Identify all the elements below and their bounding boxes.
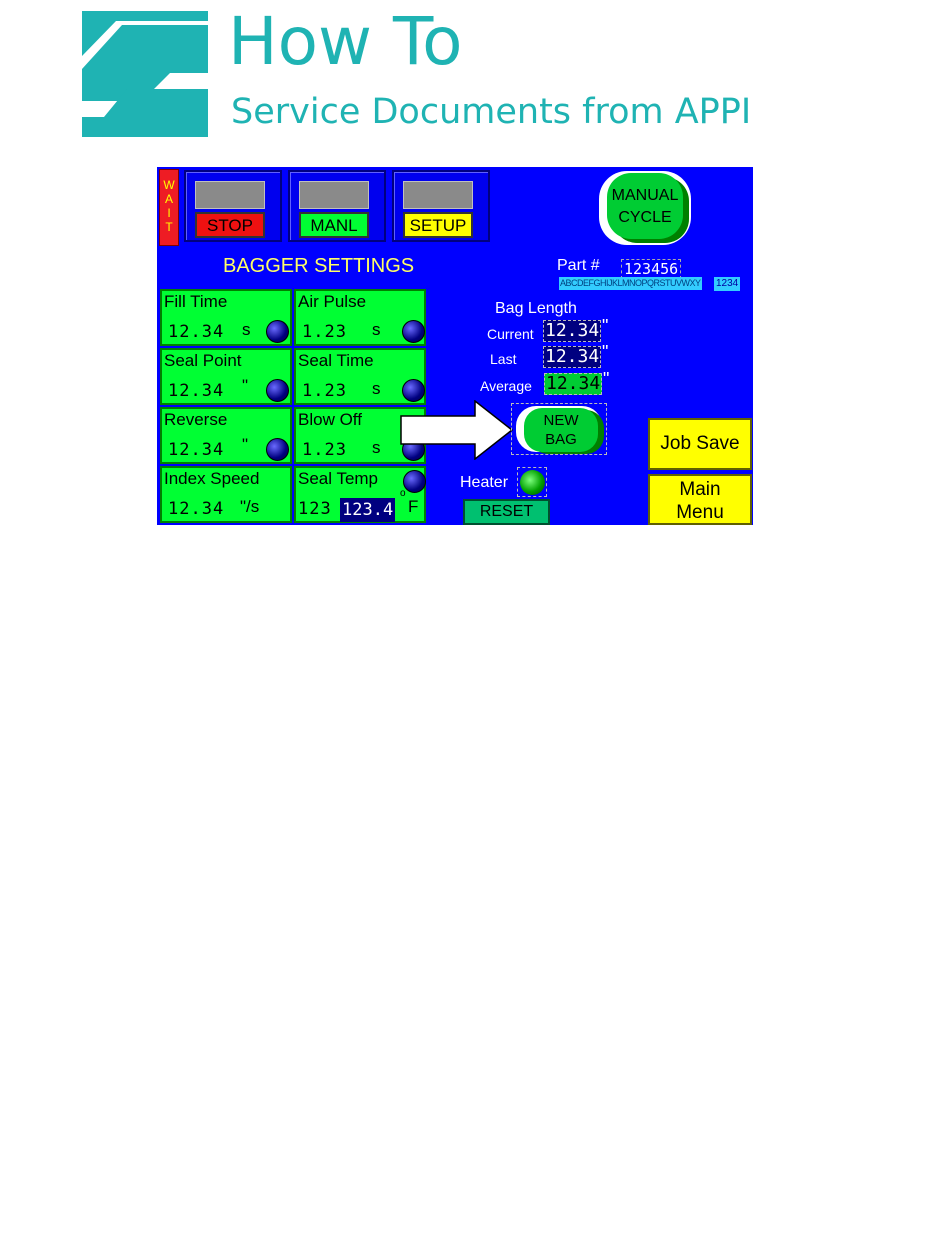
average-label: Average [480, 378, 532, 394]
manl-button[interactable]: MANL [299, 212, 369, 238]
reverse-knob-icon[interactable] [266, 438, 289, 461]
heater-label: Heater [460, 474, 509, 491]
bag-length-title: Bag Length [495, 300, 577, 317]
reverse-setting[interactable]: Reverse 12.34 " [160, 407, 292, 464]
seal-temp-setpoint[interactable]: 123 [298, 499, 332, 519]
setup-button[interactable]: SETUP [403, 212, 473, 238]
current-length-value: 12.34 [543, 320, 602, 342]
seal-time-knob-icon[interactable] [402, 379, 425, 402]
seal-temp-setting[interactable]: Seal Temp 123 123.4 o F [294, 466, 426, 523]
part-description: ABCDEFGHIJKLMNOPQRSTUVWXY [559, 277, 702, 290]
wait-indicator: W A I T [159, 169, 179, 246]
main-menu-button[interactable]: Main Menu [648, 474, 752, 525]
new-bag-label-1: NEW [543, 412, 579, 429]
fill-time-knob-icon[interactable] [266, 320, 289, 343]
fill-time-value[interactable]: 12.34 [168, 322, 225, 342]
page-title: How To [228, 3, 463, 80]
setup-status-display [403, 181, 473, 209]
blow-off-value[interactable]: 1.23 [302, 440, 347, 460]
current-label: Current [487, 326, 534, 342]
manual-cycle-label-1: MANUAL [611, 187, 679, 204]
page-subtitle: Service Documents from APPI [231, 92, 752, 132]
seal-point-knob-icon[interactable] [266, 379, 289, 402]
setup-mode-panel: SETUP [392, 170, 490, 242]
manual-status-display [299, 181, 369, 209]
part-code: 1234 [714, 277, 741, 291]
index-speed-setting[interactable]: Index Speed 12.34 "/s [160, 466, 292, 523]
new-bag-button[interactable]: NEW BAG [511, 403, 607, 455]
stop-mode-panel: STOP [184, 170, 282, 242]
last-label: Last [490, 351, 517, 367]
heater-lamp-icon [517, 467, 547, 497]
hmi-screen: W A I T STOP MANL SETUP MANUAL CYCLE BAG… [157, 167, 753, 525]
bagger-settings-title: BAGGER SETTINGS [223, 255, 415, 277]
stop-status-display [195, 181, 265, 209]
average-length-value: 12.34 [544, 373, 603, 395]
seal-time-value[interactable]: 1.23 [302, 381, 347, 401]
main-menu-label-2: Menu [676, 502, 724, 523]
seal-time-setting[interactable]: Seal Time 1.23 s [294, 348, 426, 405]
appi-logo [82, 11, 208, 137]
seal-temp-actual: 123.4 [340, 498, 396, 522]
seal-point-setting[interactable]: Seal Point 12.34 " [160, 348, 292, 405]
manual-mode-panel: MANL [288, 170, 386, 242]
air-pulse-knob-icon[interactable] [402, 320, 425, 343]
main-menu-label-1: Main [679, 479, 721, 500]
last-length-value: 12.34 [543, 346, 602, 368]
job-save-button[interactable]: Job Save [648, 418, 752, 470]
reset-button[interactable]: RESET [463, 499, 550, 525]
part-number-label: Part # [557, 257, 600, 274]
manual-cycle-label-2: CYCLE [618, 209, 672, 226]
new-bag-label-2: BAG [545, 431, 577, 448]
seal-temp-knob-icon[interactable] [403, 470, 426, 493]
reverse-value[interactable]: 12.34 [168, 440, 225, 460]
stop-button[interactable]: STOP [195, 212, 265, 238]
index-speed-value[interactable]: 12.34 [168, 499, 225, 519]
arrow-right-icon [400, 400, 514, 460]
fill-time-setting[interactable]: Fill Time 12.34 s [160, 289, 292, 346]
part-number-value[interactable]: 123456 [621, 259, 682, 279]
air-pulse-value[interactable]: 1.23 [302, 322, 347, 342]
air-pulse-setting[interactable]: Air Pulse 1.23 s [294, 289, 426, 346]
seal-point-value[interactable]: 12.34 [168, 381, 225, 401]
manual-cycle-button[interactable]: MANUAL CYCLE [595, 167, 695, 249]
